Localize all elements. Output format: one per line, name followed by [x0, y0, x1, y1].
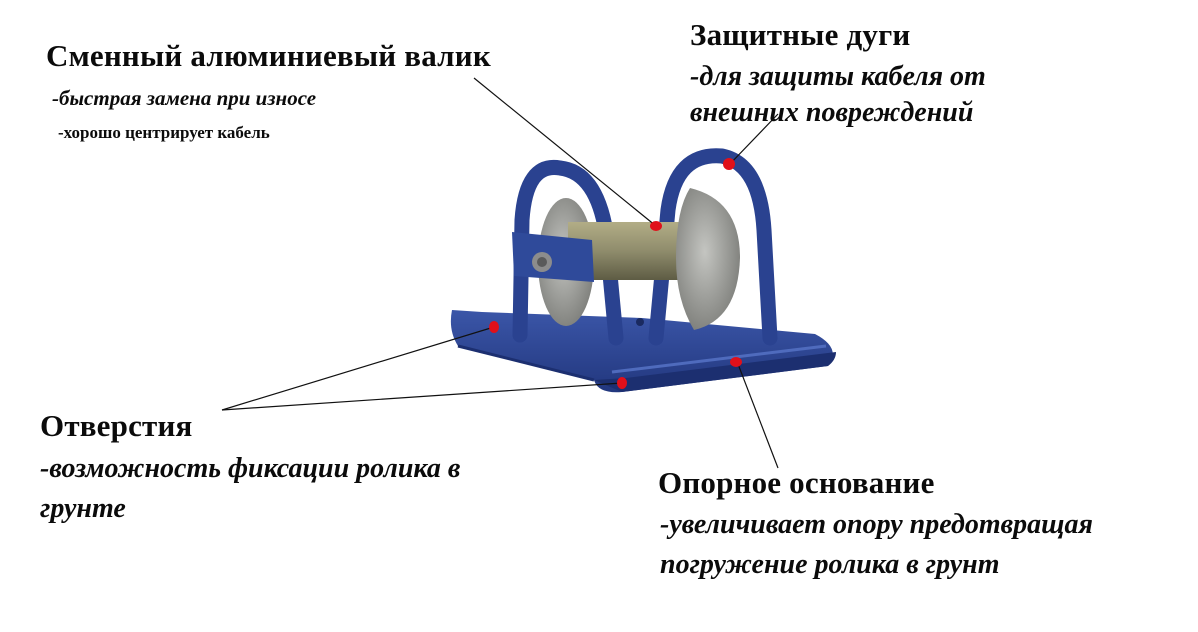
leader-lines	[221, 77, 779, 469]
holes-callout-line1: -возможность фиксации ролика в	[40, 453, 461, 484]
leader-roller	[473, 77, 657, 227]
arcs-callout-title: Защитные дуги	[690, 17, 911, 52]
base-callout-title: Опорное основание	[658, 465, 935, 500]
holes-callout-title: Отверстия	[40, 408, 193, 443]
aluminium-roller	[538, 188, 740, 330]
marker-hole-2	[617, 377, 627, 389]
marker-arc	[723, 158, 735, 170]
leader-arcs	[727, 113, 779, 167]
markers	[489, 158, 742, 389]
leader-holes-2	[221, 382, 623, 411]
support-base	[450, 310, 836, 393]
roller-callout-title: Сменный алюминиевый валик	[46, 38, 491, 73]
protective-arc-left-tube	[512, 159, 624, 346]
side-plate	[512, 232, 594, 282]
leader-holes-1	[221, 326, 495, 411]
leader-base	[737, 363, 779, 469]
marker-base	[730, 357, 742, 367]
protective-arc-right-tube	[648, 148, 778, 346]
base-callout-line2: погружение ролика в грунт	[660, 549, 1000, 580]
arcs-callout-line1: -для защиты кабеля от	[690, 61, 986, 92]
roller-callout-line1: -быстрая замена при износе	[52, 86, 317, 110]
arcs-callout-line2: внешних повреждений	[690, 97, 974, 128]
base-callout-line1: -увеличивает опору предотвращая	[660, 509, 1093, 540]
marker-roller	[650, 221, 662, 231]
roller-callout-line2: -хорошо центрирует кабель	[58, 123, 270, 142]
marker-hole-1	[489, 321, 499, 333]
holes-callout-line2: грунте	[40, 493, 126, 524]
